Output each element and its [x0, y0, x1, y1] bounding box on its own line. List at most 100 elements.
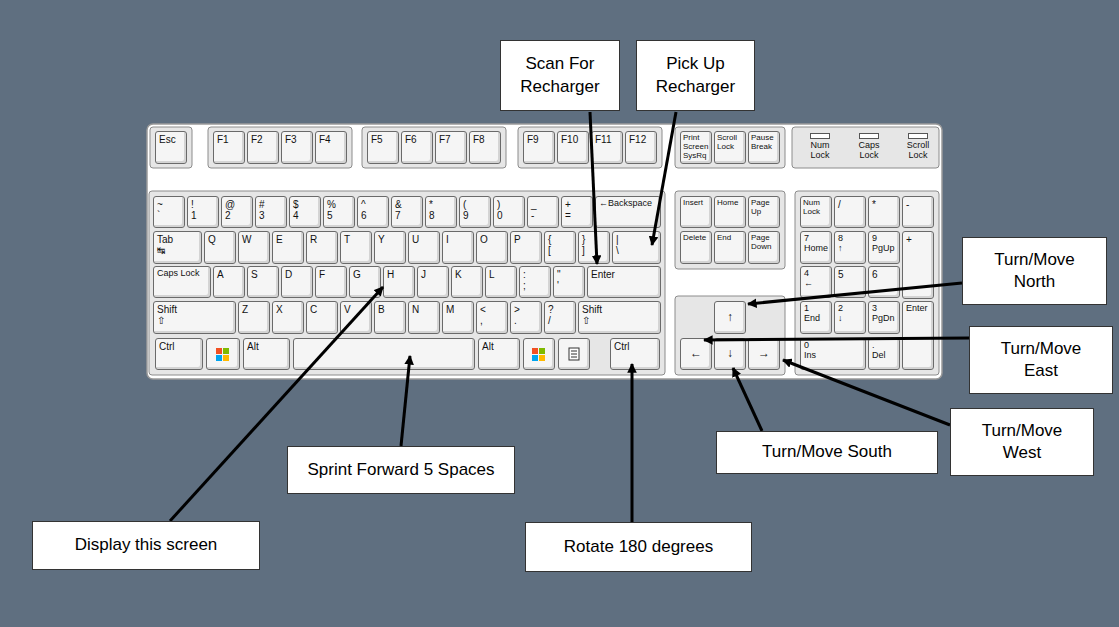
key-label: F7 — [439, 134, 463, 145]
key-label: F12 — [629, 134, 653, 145]
key-label: : — [523, 269, 547, 280]
key-label: 9 — [463, 210, 487, 221]
key-label: ↹ — [157, 245, 198, 256]
key-label: Shift — [157, 304, 232, 315]
key-label: ^ — [361, 199, 385, 210]
key-label: Del — [872, 351, 896, 361]
callout-box: Turn/Move East — [969, 326, 1113, 394]
key-cap: Page Down — [748, 231, 780, 264]
key-cap: 8↑ — [834, 231, 866, 264]
key-label: \ — [616, 245, 657, 256]
key-label: " — [557, 269, 581, 280]
key-label: ⇧ — [582, 315, 657, 326]
indicator-light — [908, 133, 928, 139]
key-cap: → — [748, 338, 780, 370]
key-cap: ^6 — [357, 196, 389, 228]
key-label: R — [310, 234, 334, 245]
key-cap: - — [902, 196, 934, 228]
key-cap: / — [834, 196, 866, 228]
key-cap: T — [340, 231, 372, 264]
key-label: O — [480, 234, 504, 245]
key-label: X — [276, 304, 300, 315]
key-cap: ↑ — [714, 301, 746, 334]
key-label: 0 — [497, 210, 521, 221]
key-cap: |\ — [612, 231, 661, 264]
key-cap: Shift⇧ — [153, 301, 236, 334]
key-label: < — [480, 304, 504, 315]
key-label: F3 — [285, 134, 309, 145]
key-cap: F6 — [401, 131, 433, 164]
key-cap: D — [281, 266, 313, 298]
key-label: Ins — [804, 351, 862, 361]
callout-label: Turn/Move South — [762, 441, 892, 463]
key-label: 8 — [838, 234, 862, 244]
key-label: / — [838, 199, 862, 210]
indicator-label: Num Lock — [802, 141, 838, 161]
indicator-label: Caps Lock — [851, 141, 887, 161]
key-cap: Z — [238, 301, 270, 334]
key-cap: ←Backspace — [595, 196, 661, 228]
key-label: Z — [242, 304, 266, 315]
key-cap: 2↓ — [834, 301, 866, 334]
key-cap: Alt — [478, 338, 520, 370]
key-label: ←Backspace — [599, 199, 657, 209]
key-cap: 3PgDn — [868, 301, 900, 334]
callout-label: Turn/Move North — [977, 249, 1092, 293]
key-label: Enter — [591, 269, 657, 280]
key-cap: Caps Lock — [153, 266, 211, 298]
key-cap: ← — [680, 338, 712, 370]
key-label: * — [872, 199, 896, 210]
key-cap: )0 — [493, 196, 525, 228]
key-label: ← — [690, 347, 702, 360]
key-cap: R — [306, 231, 338, 264]
key-cap: {[ — [544, 231, 576, 264]
lock-indicator: Scroll Lock — [895, 133, 941, 165]
key-label: . — [514, 315, 538, 326]
key-cap: Ctrl — [155, 338, 203, 370]
key-label: Caps Lock — [157, 269, 207, 279]
key-label: Home — [804, 244, 828, 254]
key-cap: Enter — [902, 301, 934, 370]
key-label: End — [804, 314, 828, 324]
callout-box: Sprint Forward 5 Spaces — [287, 446, 515, 494]
key-label: 4 — [293, 210, 317, 221]
key-cap — [206, 338, 240, 370]
key-label: M — [446, 304, 470, 315]
callout-text-group: Turn/Move West — [965, 420, 1079, 464]
key-label: Alt — [247, 341, 286, 352]
key-label: U — [412, 234, 436, 245]
callout-box: Scan For Recharger — [500, 40, 620, 111]
key-label: 5 — [327, 210, 351, 221]
key-cap: E — [272, 231, 304, 264]
key-label: Tab — [157, 234, 198, 245]
callout-text-group: Display this screen — [75, 534, 218, 556]
key-cap: P — [510, 231, 542, 264]
key-cap: S — [247, 266, 279, 298]
key-label: F8 — [473, 134, 497, 145]
key-label: / — [548, 315, 572, 326]
key-cap: Scroll Lock — [714, 131, 746, 164]
key-label: F10 — [561, 134, 585, 145]
key-label: ` — [157, 210, 181, 221]
callout-box: Display this screen — [32, 521, 260, 570]
key-cap: }] — [578, 231, 610, 264]
key-cap: !1 — [187, 196, 219, 228]
key-cap: >. — [510, 301, 542, 334]
key-cap: F2 — [247, 131, 279, 164]
callout-box: Pick Up Recharger — [636, 40, 755, 111]
key-cap: Esc — [155, 131, 187, 164]
windows-logo — [216, 348, 230, 361]
key-label: 2 — [225, 210, 249, 221]
key-label: = — [565, 210, 589, 221]
key-cap — [523, 338, 555, 370]
key-cap: O — [476, 231, 508, 264]
key-cap: F7 — [435, 131, 467, 164]
key-label: 1 — [804, 304, 828, 314]
key-cap: &7 — [391, 196, 423, 228]
key-cap: U — [408, 231, 440, 264]
key-cap: $4 — [289, 196, 321, 228]
callout-text-group: Turn/Move East — [984, 338, 1098, 382]
key-cap: K — [451, 266, 483, 298]
key-cap: N — [408, 301, 440, 334]
key-cap: F10 — [557, 131, 589, 164]
